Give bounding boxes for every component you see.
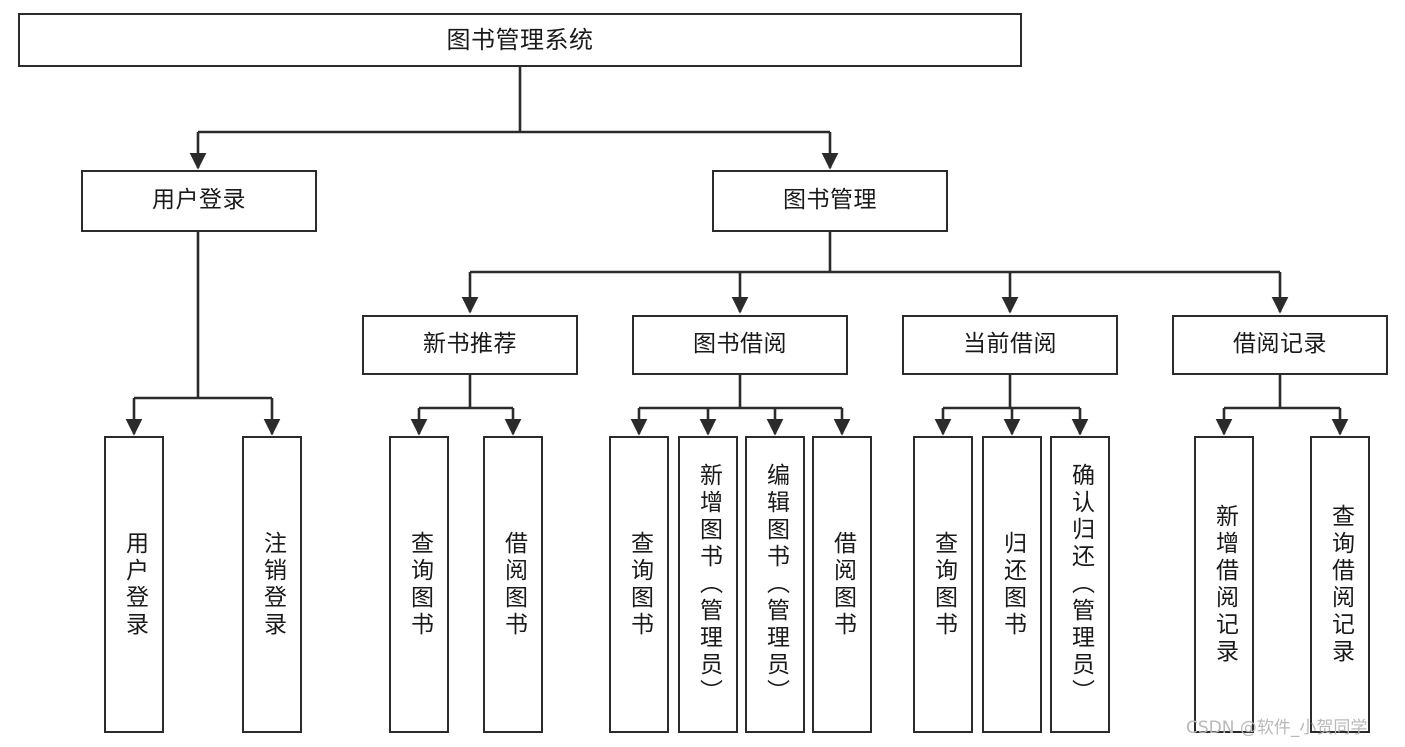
node-borrow-record[interactable]: 借阅记录 — [1172, 315, 1388, 375]
node-leaf-borrow-book-recommend[interactable]: 借阅图书 — [483, 436, 543, 733]
node-leaf-add-book-admin[interactable]: 新增图书（管理员） — [678, 436, 738, 733]
node-book-management[interactable]: 图书管理 — [712, 170, 948, 232]
node-label: 借阅图书 — [829, 530, 856, 639]
node-leaf-query-book-current[interactable]: 查询图书 — [913, 436, 973, 733]
node-label: 查询图书 — [626, 530, 653, 639]
node-label: 查询借阅记录 — [1327, 503, 1354, 666]
node-label: 查询图书 — [930, 530, 957, 639]
node-label: 新书推荐 — [423, 331, 517, 358]
node-label: 新增图书（管理员） — [695, 463, 722, 706]
node-leaf-query-borrow-record[interactable]: 查询借阅记录 — [1310, 436, 1370, 733]
node-leaf-confirm-return-admin[interactable]: 确认归还（管理员） — [1050, 436, 1110, 733]
node-leaf-borrow-book[interactable]: 借阅图书 — [812, 436, 872, 733]
node-label: 图书管理 — [783, 187, 877, 214]
node-label: 新增借阅记录 — [1211, 503, 1238, 666]
node-leaf-add-borrow-record[interactable]: 新增借阅记录 — [1194, 436, 1254, 733]
node-new-book-recommend[interactable]: 新书推荐 — [362, 315, 578, 375]
node-book-borrow[interactable]: 图书借阅 — [632, 315, 848, 375]
node-user-login[interactable]: 用户登录 — [81, 170, 317, 232]
node-label: 图书管理系统 — [446, 25, 594, 54]
node-label: 借阅图书 — [500, 530, 527, 639]
node-current-borrow[interactable]: 当前借阅 — [902, 315, 1118, 375]
node-label: 当前借阅 — [963, 331, 1057, 358]
node-leaf-return-book[interactable]: 归还图书 — [982, 436, 1042, 733]
node-label: 图书借阅 — [693, 331, 787, 358]
node-label: 注销登录 — [259, 530, 286, 639]
node-label: 编辑图书（管理员） — [762, 463, 789, 706]
node-leaf-logout[interactable]: 注销登录 — [242, 436, 302, 733]
node-root-book-management-system[interactable]: 图书管理系统 — [18, 13, 1022, 67]
node-label: 归还图书 — [999, 530, 1026, 639]
node-leaf-edit-book-admin[interactable]: 编辑图书（管理员） — [745, 436, 805, 733]
node-label: 用户登录 — [152, 187, 246, 214]
csdn-watermark: CSDN @软件_小贺同学 — [1186, 718, 1368, 738]
node-leaf-user-login[interactable]: 用户登录 — [104, 436, 164, 733]
node-label: 借阅记录 — [1233, 331, 1327, 358]
node-label: 确认归还（管理员） — [1067, 463, 1094, 706]
node-label: 用户登录 — [121, 530, 148, 639]
node-leaf-query-book-recommend[interactable]: 查询图书 — [389, 436, 449, 733]
node-leaf-query-book-borrow[interactable]: 查询图书 — [609, 436, 669, 733]
node-label: 查询图书 — [406, 530, 433, 639]
